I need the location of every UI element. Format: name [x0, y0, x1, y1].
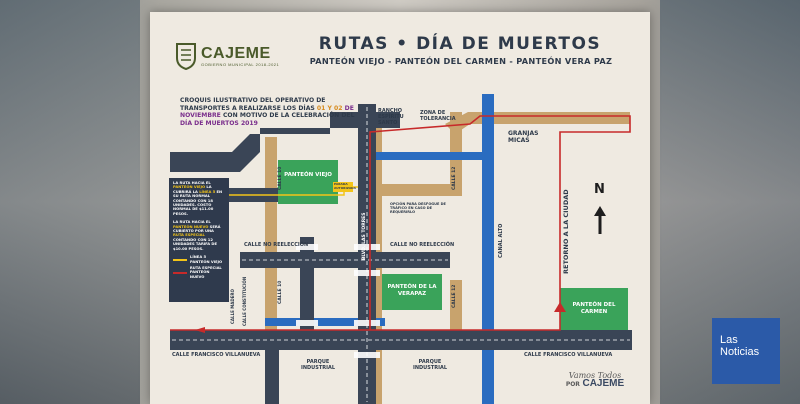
legend-p2e: CONTANDO CON 12 UNIDADES TARIFA DE $10.0…	[173, 237, 217, 251]
legend-p1a: LA RUTA HACIA EL	[173, 181, 211, 185]
intro-dates: 01 Y 02	[316, 104, 343, 112]
panteon-viejo-block	[278, 160, 338, 204]
yellow-swatch	[173, 258, 187, 261]
label-retorno: RETORNO A LA CIUDAD	[562, 189, 570, 274]
label-panteon-carmen: PANTEÓN DEL CARMEN	[572, 302, 616, 315]
label-madero: CALLE MADERO	[230, 289, 235, 324]
legend-item-ruta-especial: RUTA ESPECIAL PANTEÓN NUEVO	[173, 266, 225, 279]
label-no-reeleccion-2: CALLE NO REELECCIÓN	[390, 242, 455, 248]
label-calle12-b: CALLE 12	[452, 284, 457, 308]
label-granjas: GRANJAS MICAS	[508, 130, 539, 144]
label-rancho: RANCHO ESPÍRITU SANTO	[378, 108, 404, 126]
slogan-brand: CAJEME	[582, 378, 625, 389]
badge-line2: Noticias	[720, 346, 760, 358]
slogan-line2: POR	[565, 381, 580, 388]
legend-item1: LÍNEA 5	[190, 255, 207, 260]
label-panteon-verapaz: PANTEÓN DE LA VERAPAZ	[387, 284, 437, 297]
legend-p1c: LA CUBRIRÁ LA	[173, 185, 212, 194]
canal-alto	[482, 94, 494, 404]
parada-autorizada-marker	[333, 182, 353, 192]
dirt-road-calle12-south	[450, 280, 462, 338]
road-no-reeleccion	[240, 252, 450, 268]
road-west-connector	[300, 237, 314, 330]
road-southwest	[265, 350, 279, 404]
legend-p1d: LÍNEA 5	[199, 189, 216, 194]
map-subtitle: PANTEÓN VIEJO - PANTEÓN DEL CARMEN - PAN…	[309, 56, 613, 66]
label-panteon-viejo: PANTEÓN VIEJO	[284, 172, 332, 178]
label-calle12-a: CALLE 12	[452, 166, 457, 190]
label-opcion: OPCIÓN PARA DESFOGUE DE TRÁFICO EN CASO …	[390, 202, 446, 214]
route-map-poster: CAJEME GOBIERNO MUNICIPAL 2018-2021 RUTA…	[150, 12, 650, 404]
intro-part1: CROQUIS ILUSTRATIVO DEL OPERATIVO DE TRA…	[180, 97, 326, 112]
panteon-carmen-block	[560, 288, 628, 330]
road-francisco-villanueva	[170, 330, 632, 350]
canal-south	[265, 318, 385, 326]
canal-horizontal	[358, 152, 482, 160]
map-title: RUTAS • DÍA DE MUERTOS	[318, 34, 602, 54]
label-parada: PARADA AUTORIZADA	[334, 182, 356, 190]
label-calle10-a: CALLE 10	[278, 166, 283, 190]
road-northwest	[170, 112, 400, 172]
logo-name: CAJEME	[201, 44, 271, 62]
north-arrow-icon	[594, 206, 606, 234]
legend-p2a: LA RUTA HACIA EL	[173, 220, 211, 225]
legend-p2c: SERÁ CUBIERTO POR UNA	[173, 224, 221, 234]
shield-icon	[176, 43, 196, 70]
legend-item2-sub: PANTEÓN NUEVO	[189, 270, 210, 279]
intro-text: CROQUIS ILUSTRATIVO DEL OPERATIVO DE TRA…	[180, 97, 356, 127]
north-label: N	[594, 182, 605, 197]
label-villanueva-2: CALLE FRANCISCO VILLANUEVA	[524, 352, 613, 358]
legend-p2d: RUTA ESPECIAL	[173, 233, 205, 238]
red-swatch	[173, 271, 187, 274]
slogan-line1: Vamos Todos	[568, 371, 622, 380]
label-constitucion: CALLE CONSTITUCIÓN	[242, 276, 247, 326]
map-graphic	[170, 94, 632, 404]
cajeme-logo: CAJEME GOBIERNO MUNICIPAL 2018-2021	[175, 42, 279, 70]
label-villanueva-1: CALLE FRANCISCO VILLANUEVA	[172, 352, 261, 358]
label-parque2: PARQUE INDUSTRIAL	[412, 359, 448, 371]
slogan: Vamos Todos POR CAJEME	[555, 372, 635, 389]
badge-line1: Las	[720, 334, 738, 346]
intro-month: DE NOVIEMBRE	[180, 104, 354, 120]
label-parque1: PARQUE INDUSTRIAL	[300, 359, 336, 371]
crosswalks	[296, 244, 380, 358]
legend-item-linea5: LÍNEA 5 PANTEÓN VIEJO	[173, 255, 225, 264]
legend-p2b: PANTEÓN NUEVO	[173, 224, 209, 229]
label-no-reeleccion-1: CALLE NO REELECCIÓN	[244, 242, 309, 248]
legend-item1-sub: PANTEÓN VIEJO	[190, 259, 223, 264]
label-zona: ZONA DE TOLERANCIA	[420, 110, 456, 122]
legend-box: LA RUTA HACIA EL PANTEÓN VIEJO LA CUBRIR…	[169, 178, 229, 302]
legend-p1b: PANTEÓN VIEJO	[173, 185, 206, 190]
panteon-verapaz-block	[382, 274, 442, 310]
news-watermark-badge: Las Noticias	[712, 318, 780, 384]
yellow-route	[172, 186, 358, 196]
intro-part2: CON MOTIVO DE LA CELEBRACIÓN DEL	[222, 112, 355, 119]
logo-subtitle: GOBIERNO MUNICIPAL 2018-2021	[201, 61, 280, 67]
legend-item2: RUTA ESPECIAL	[189, 265, 222, 270]
legend-p1e: EN SU RUTA NORMAL CONTANDO CON 18 UNIDAD…	[173, 189, 223, 216]
label-canal-alto: CANAL ALTO	[498, 223, 504, 258]
background-left-blur	[0, 0, 140, 404]
dirt-road-desfogue	[370, 184, 460, 196]
intro-event: DÍA DE MUERTOS 2019	[180, 119, 258, 127]
label-calle10-b: CALLE 10	[278, 280, 283, 304]
label-las-torres: BLVD. LAS TORRES	[362, 212, 367, 260]
red-route	[170, 115, 631, 331]
